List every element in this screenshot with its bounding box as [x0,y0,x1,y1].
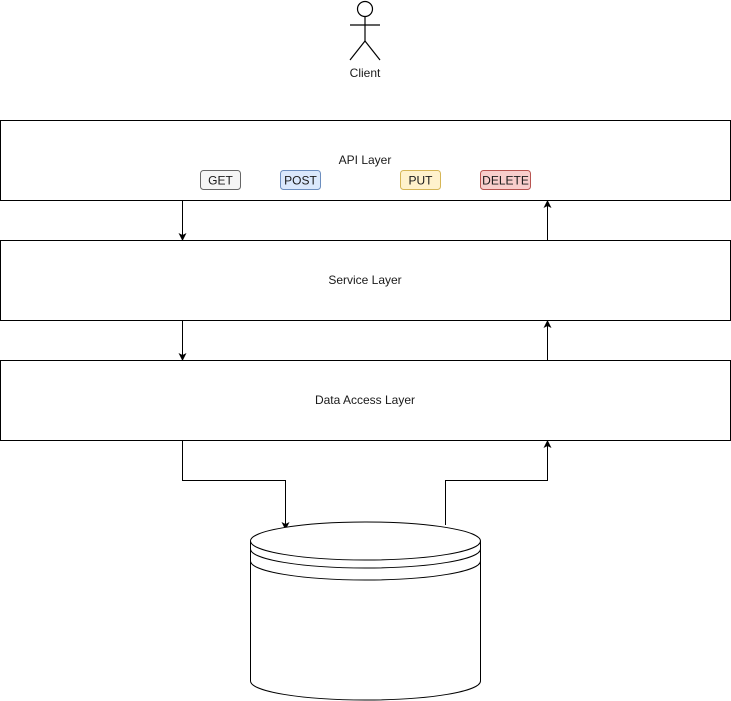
method-badge-put-box [400,170,441,190]
method-badge-post-label: POST [284,174,317,188]
method-badge-get[interactable]: GET [200,170,241,190]
method-badge-delete-label: DELETE [482,174,529,188]
method-badge-put-label: PUT [409,174,434,188]
method-badge-get-label: GET [208,174,233,188]
api-layer-label: API Layer [339,153,392,167]
method-badge-post[interactable]: POST [280,170,321,190]
api-layer-box[interactable] [0,120,731,201]
method-badge-delete-box [480,170,531,190]
client-label: Client [350,66,381,80]
method-badge-get-box [200,170,241,190]
data-access-layer-label: Data Access Layer [315,393,415,407]
method-badge-put[interactable]: PUT [400,170,441,190]
method-badge-post-box [280,170,321,190]
arrow-data-access-to-database [182,440,290,530]
database-cylinder-icon[interactable] [250,521,481,701]
data-access-layer-box[interactable] [0,360,731,441]
arrow-database-to-data-access [445,440,552,525]
service-layer-label: Service Layer [328,273,401,287]
client-actor-icon [349,0,381,61]
method-badge-delete[interactable]: DELETE [480,170,531,190]
